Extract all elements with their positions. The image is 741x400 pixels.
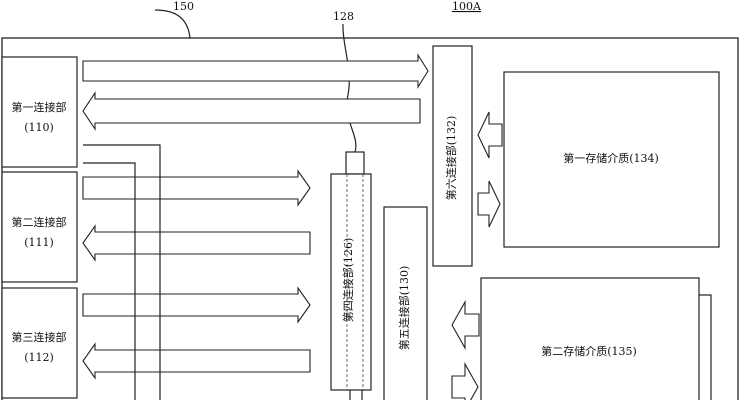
lead-ref-label: 128 [333, 10, 354, 23]
device-ref-label: 100A [452, 0, 482, 13]
connector-126 [330, 173, 372, 391]
lead-curve [342, 23, 357, 153]
connector-130 [383, 206, 428, 400]
connector-110-name: 第一连接部 [12, 100, 67, 114]
arrow-111-right [82, 169, 311, 207]
housing-leader-line [154, 9, 191, 39]
connector-132-label: 第六连接部(132) [444, 116, 458, 201]
arrow-110-left [82, 91, 421, 131]
storage-134 [503, 71, 720, 248]
arrow-112-right [82, 286, 311, 324]
arrow-134-to-132 [477, 111, 503, 159]
connector-111-code: (111) [24, 236, 54, 249]
arrow-132-to-134 [477, 180, 501, 228]
bus-pipe-outer [83, 144, 161, 400]
arrow-110-right [82, 53, 429, 89]
connector-111 [1, 171, 78, 283]
arrow-130-to-135 [451, 361, 479, 400]
housing-ref-label: 150 [173, 0, 194, 13]
storage-135 [480, 277, 700, 400]
storage-135-label: 第二存储介质(135) [541, 344, 637, 358]
connector-132 [432, 45, 473, 267]
arrow-135-to-130 [451, 299, 480, 351]
connector-126-label: 第四连接部(126) [341, 238, 355, 323]
connector-130-label: 第五连接部(130) [397, 266, 411, 351]
bus-pipe-inner [83, 162, 136, 400]
storage-134-label: 第一存储介质(134) [563, 151, 659, 165]
connector-112-code: (112) [24, 351, 54, 364]
connector-112 [1, 287, 78, 399]
connector-111-name: 第二连接部 [12, 215, 67, 229]
arrow-112-left [82, 342, 311, 380]
connector-126-pin [345, 151, 365, 175]
connector-112-name: 第三连接部 [12, 330, 67, 344]
arrow-111-left [82, 224, 311, 262]
connector-110 [1, 56, 78, 168]
connector-110-code: (110) [24, 121, 54, 134]
